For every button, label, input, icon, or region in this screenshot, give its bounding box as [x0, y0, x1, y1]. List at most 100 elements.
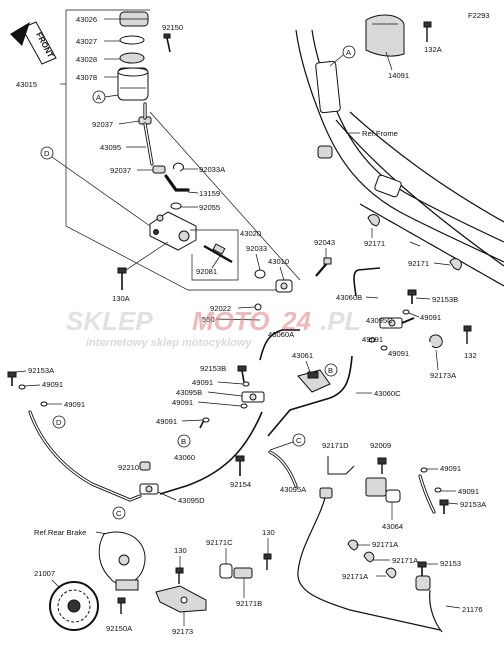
bolt-92043	[315, 257, 332, 277]
part-92153-label: 92153	[440, 559, 461, 568]
part-92033-label: 92033	[246, 244, 267, 253]
bolt-92153b-mid	[237, 365, 247, 383]
part-130-right-label: 130	[262, 528, 275, 537]
callout-a-frame	[342, 45, 356, 59]
part-49091-l1-label: 49091	[42, 380, 63, 389]
part-130-left-label: 130	[174, 546, 187, 555]
circlip-92033a	[172, 162, 184, 172]
part-13159-label: 13159	[199, 189, 220, 198]
watermark-brand-num: 24	[281, 306, 311, 336]
part-92153b-upper-label: 92153B	[432, 295, 458, 304]
part-92043-label: 92043	[314, 238, 335, 247]
watermark-brand-tld: .PL	[320, 306, 360, 336]
part-49091-m3-label: 49091	[156, 417, 177, 426]
bolt-92154	[235, 455, 245, 476]
callout-c-top-letter: C	[296, 436, 302, 445]
clamp-92171-right	[449, 258, 462, 271]
callout-a-reservoir-letter: A	[96, 93, 102, 102]
cover-14091	[365, 14, 405, 57]
callout-c-top	[292, 433, 306, 447]
part-132-label: 132	[464, 351, 477, 360]
callout-d-top-letter: D	[44, 149, 50, 158]
part-92150-label: 92150	[162, 23, 183, 32]
master-cylinder-body	[149, 211, 197, 251]
elbow-13159	[164, 174, 190, 192]
clamp-92171a-1	[347, 539, 359, 551]
bracket-92171d	[327, 456, 355, 475]
part-92171-upper-label: 92171	[364, 239, 385, 248]
frame-outline	[295, 29, 504, 287]
part-92037-upper-label: 92037	[92, 120, 113, 129]
bolt-92153	[417, 561, 427, 576]
part-43095c-label: 43095C	[366, 316, 393, 325]
part-43060-label: 43060	[174, 453, 195, 462]
part-49091-m1-label: 49091	[192, 378, 213, 387]
part-92171a-1-label: 92171A	[372, 540, 399, 549]
bolt-132	[463, 325, 472, 344]
part-43061-label: 43061	[292, 351, 313, 360]
bolt-92150	[163, 33, 171, 53]
bolt-130a	[117, 267, 127, 290]
callout-c-bottom	[112, 506, 126, 520]
callout-b-top	[324, 363, 338, 377]
part-550-label: 550	[202, 315, 215, 324]
part-43095-label: 43095	[100, 143, 121, 152]
bolt-92153b-upper	[407, 289, 417, 304]
part-43095b-label: 43095B	[176, 388, 202, 397]
bracket-43061	[297, 369, 331, 393]
ref-frame-label: Ref.Frome	[362, 129, 398, 138]
bolt-132a	[423, 21, 432, 42]
watermark-brand-left: SKLEP	[66, 306, 153, 336]
washer-49091-r1	[420, 467, 428, 473]
hose-left-rear	[28, 410, 142, 502]
part-92173a-label: 92173A	[430, 371, 457, 380]
washer-49091-r2	[434, 487, 442, 493]
brake-disc-21007	[49, 581, 99, 631]
brake-caliper-bracket	[98, 531, 146, 591]
o-ring-92055	[170, 202, 182, 210]
pipe-43060b	[353, 267, 381, 297]
bolt-130-left	[175, 567, 184, 584]
part-43028-label: 43028	[76, 55, 97, 64]
callout-d-bottom-letter: D	[56, 418, 62, 427]
washer-49091-l2	[40, 401, 48, 407]
washer-49091-t3	[380, 345, 388, 351]
reservoir-cap	[119, 11, 149, 27]
ref-rear-brake-label: Ref.Rear Brake	[34, 528, 86, 537]
pushrod-92081	[203, 243, 233, 264]
callout-b-bottom-letter: B	[181, 437, 186, 446]
part-92150a-label: 92150A	[106, 624, 133, 633]
banjo-43095d	[139, 483, 159, 495]
callout-d-bottom	[52, 415, 66, 429]
cable-21176	[297, 493, 441, 631]
switch-43064	[365, 477, 401, 503]
part-92153a-left-label: 92153A	[28, 366, 55, 375]
part-43095d-label: 43095D	[178, 496, 205, 505]
pipe-43060c	[267, 355, 353, 437]
diaphragm-plate	[119, 35, 145, 45]
leader-master-to-slave	[149, 111, 301, 281]
part-43026-label: 43026	[76, 15, 97, 24]
part-92009-label: 92009	[370, 441, 391, 450]
part-43060a-label: 43060A	[268, 330, 295, 339]
watermark-brand-mid: MOTO	[192, 306, 270, 336]
pushrod-group-box	[190, 229, 239, 281]
clamp-92171-upper	[367, 214, 380, 227]
part-49091-t2-label: 49091	[362, 335, 383, 344]
part-92153b-mid-label: 92153B	[200, 364, 226, 373]
bracket-92173	[155, 585, 207, 613]
reservoir	[117, 67, 149, 101]
part-92171d-label: 92171D	[322, 441, 349, 450]
front-arrow-icon	[10, 21, 57, 65]
part-43010-label: 43010	[268, 257, 289, 266]
banjo-43095c	[379, 317, 415, 329]
part-92171-right-label: 92171	[408, 259, 429, 268]
part-43027-label: 43027	[76, 37, 97, 46]
circlip-92033	[254, 269, 266, 279]
banjo-43095b	[241, 391, 265, 403]
callout-b-top-letter: B	[328, 366, 333, 375]
part-92037-lower-label: 92037	[110, 166, 131, 175]
part-92022-label: 92022	[210, 304, 231, 313]
part-92033a-label: 92033A	[199, 165, 226, 174]
pipe-43060a	[259, 329, 300, 361]
